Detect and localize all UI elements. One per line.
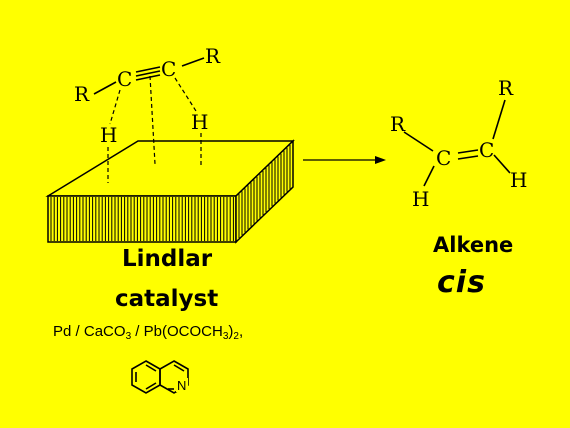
atom-label: R <box>390 112 406 136</box>
catalyst-title-line1: Lindlar <box>122 246 213 272</box>
reagent-part: ) <box>228 323 234 340</box>
reagent-part: 3 <box>125 331 132 342</box>
atom-label: R <box>205 44 221 68</box>
reagent-part: 2 <box>233 331 239 342</box>
catalyst-slab-side <box>235 139 294 244</box>
reagent-part: Pb(OCOCH <box>143 323 223 340</box>
product-name: Alkene <box>433 233 514 257</box>
reagent-part: / <box>131 323 144 340</box>
quinoline-nitrogen: N <box>177 378 186 393</box>
quinoline-structure: N <box>131 360 189 394</box>
reagent-part: / <box>71 323 84 340</box>
product-stereo-label: cis <box>437 265 486 300</box>
reaction-arrow <box>303 156 386 164</box>
atom-label: H <box>191 110 208 134</box>
atom-label: R <box>498 76 514 100</box>
catalyst-slab-front <box>47 195 237 243</box>
atom-label: C <box>436 146 451 170</box>
atom-label: H <box>412 187 429 211</box>
reagent-part: , <box>238 323 244 340</box>
atom-label: H <box>100 123 117 147</box>
reagent-part: CaCO <box>83 323 126 340</box>
catalyst-title-line2: catalyst <box>115 286 219 312</box>
reagent-part: Pd <box>53 323 72 340</box>
atom-label: H <box>510 168 527 192</box>
catalyst-composition: Pd / CaCO3 / Pb(OCOCH3)2, <box>53 323 243 342</box>
atom-label: C <box>161 57 176 81</box>
atom-label: C <box>479 138 494 162</box>
reagent-part: 3 <box>222 331 229 342</box>
atom-label: C <box>117 67 132 91</box>
atom-label: R <box>74 82 90 106</box>
alkyne-molecule: R C C R H H <box>74 44 221 183</box>
cis-alkene-molecule: R R C C H H <box>390 76 527 211</box>
